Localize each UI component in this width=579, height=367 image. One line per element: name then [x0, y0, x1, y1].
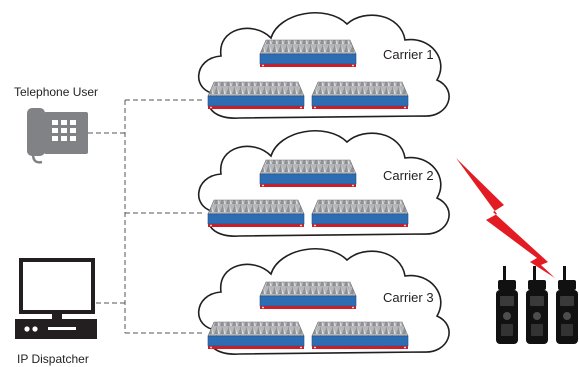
carrier-1-label: Carrier 1 — [383, 47, 434, 62]
carrier-3-device-top — [259, 281, 357, 310]
telephone-icon — [27, 108, 88, 164]
computer-workstation-icon — [15, 258, 97, 339]
two-way-radio-icon — [496, 266, 518, 344]
carrier-1-device-left — [207, 81, 305, 110]
carrier-2-device-right — [311, 199, 409, 228]
two-way-radio-icon — [526, 266, 548, 344]
carrier-3-device-left — [207, 321, 305, 350]
lightning-bolt-icon — [456, 158, 555, 278]
carrier-3-label: Carrier 3 — [383, 290, 434, 305]
handheld-radios — [496, 266, 578, 344]
carrier-3-device-right — [311, 321, 409, 350]
ip-dispatcher: IP Dispatcher — [15, 258, 97, 366]
carrier-2-group: Carrier 2 — [197, 129, 450, 237]
telephone-user-label: Telephone User — [14, 85, 98, 99]
carrier-2-label: Carrier 2 — [383, 168, 434, 183]
carrier-1-device-right — [311, 81, 409, 110]
carrier-2-device-left — [207, 199, 305, 228]
carrier-3-group: Carrier 3 — [197, 247, 450, 355]
carrier-1-group: Carrier 1 — [197, 11, 450, 119]
carrier-1-device-top — [259, 39, 357, 68]
ip-dispatcher-label: IP Dispatcher — [17, 352, 89, 366]
two-way-radio-icon — [556, 266, 578, 344]
telephone-user: Telephone User — [14, 85, 98, 164]
connection-lines — [88, 99, 203, 334]
carrier-2-device-top — [259, 159, 357, 188]
